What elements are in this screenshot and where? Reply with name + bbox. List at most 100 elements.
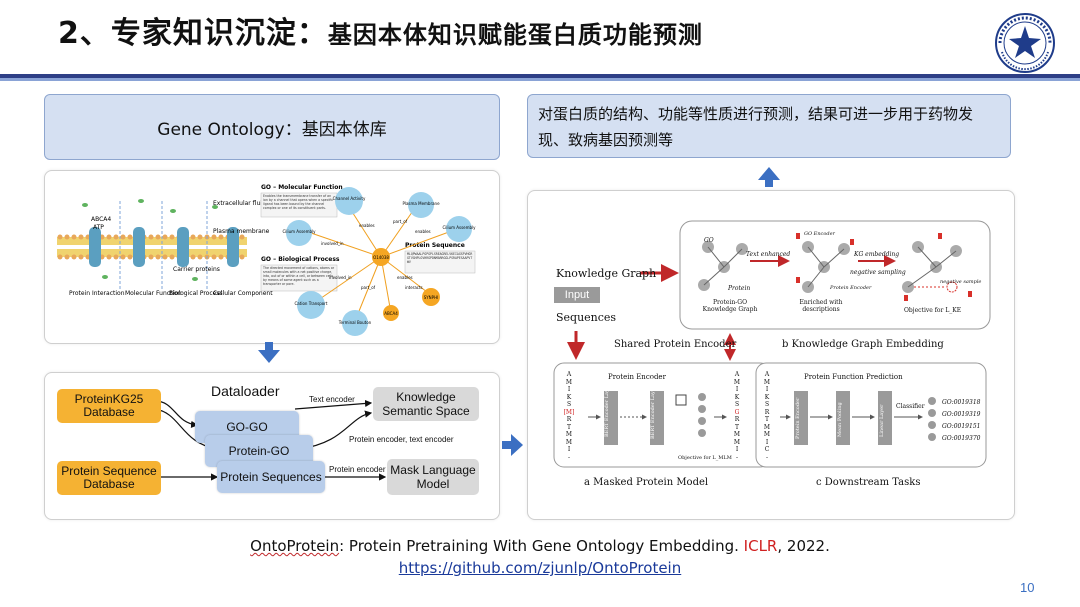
edge-label-4: involved_in bbox=[321, 241, 344, 246]
ontoprotein-panel: Knowledge Graph Input Sequences GO Prote… bbox=[527, 190, 1015, 520]
pfp-seq-5: R bbox=[764, 408, 770, 416]
pfp-seq-1: M bbox=[763, 378, 771, 386]
seq-text: MLQPWAALPGPGPLSREAGRELVKEIAGSPVHGRGTVGHP… bbox=[407, 252, 473, 264]
arrow-down-shaft bbox=[265, 342, 273, 351]
go-go-label: GO-GO bbox=[226, 420, 268, 434]
arrow-up-icon bbox=[758, 167, 780, 180]
go-term-1: GO:0019319 bbox=[942, 411, 981, 418]
seq-in-0: A bbox=[566, 371, 572, 378]
input-badge-label: Input bbox=[564, 289, 590, 301]
protein-sequences-box: Protein Sequences bbox=[217, 461, 325, 493]
seq-in-11: - bbox=[567, 453, 571, 461]
kg-edges bbox=[310, 204, 458, 322]
label-carrier-proteins: Carrier proteins bbox=[173, 266, 220, 273]
seq-in-9: M bbox=[565, 438, 573, 446]
b-caption: b Knowledge Graph Embedding bbox=[782, 339, 944, 350]
ontoprotein-figure bbox=[553, 220, 991, 468]
kg-nodes bbox=[286, 187, 472, 336]
protein-encoder-small-label: Protein Encoder bbox=[830, 285, 872, 291]
citation-link-row: https://github.com/zjunlp/OntoProtein bbox=[0, 559, 1080, 577]
github-link[interactable]: https://github.com/zjunlp/OntoProtein bbox=[398, 559, 682, 577]
bert-last: BERT Encoder Layer 30 bbox=[650, 377, 656, 439]
db2-label: Protein Sequence Database bbox=[61, 464, 157, 491]
node-abca4: ABCA4 bbox=[384, 311, 398, 316]
arrow-down-icon bbox=[258, 350, 280, 363]
mask-language-model: Mask Language Model bbox=[387, 459, 479, 495]
node-o14038: O14038 bbox=[373, 255, 389, 260]
page-number: 10 bbox=[1020, 580, 1035, 595]
cell-membrane bbox=[57, 199, 247, 291]
edge-label-1: enables bbox=[359, 223, 375, 228]
title-rule bbox=[0, 74, 1080, 78]
edge-label-8: interacts bbox=[405, 285, 423, 290]
citation-venue: ICLR bbox=[743, 537, 778, 555]
citation-year: , 2022. bbox=[777, 537, 830, 555]
label-plasma-membrane: Plasma membrane bbox=[213, 228, 270, 235]
mf-text: Enables the transmembrane transfer of an… bbox=[263, 194, 334, 210]
pfp-seq: A M I K S R T M M I C - bbox=[762, 371, 772, 461]
ks-label: Knowledge Semantic Space bbox=[382, 390, 470, 418]
seq-out-9: M bbox=[733, 438, 741, 446]
seq-in: A M I K S [M] R T M M I - bbox=[562, 371, 576, 461]
c-caption: c Downstream Tasks bbox=[816, 477, 921, 488]
pfp-seq-8: M bbox=[763, 431, 771, 438]
go-label: GO bbox=[704, 237, 714, 244]
column-cellular-component: Cellular Component bbox=[213, 290, 273, 297]
dataloader-panel: ProteinKG25 Database Protein Sequence Da… bbox=[44, 372, 500, 520]
pe-title: Protein Encoder bbox=[608, 373, 666, 381]
left-banner-text: Gene Ontology：基因本体库 bbox=[157, 119, 387, 140]
sub-c-caption: Objective for L_KE bbox=[904, 307, 962, 314]
edge-label-5: involved_in bbox=[329, 275, 352, 280]
go-encoder-label: GO Encoder bbox=[804, 231, 835, 237]
seq-in-1: M bbox=[565, 378, 573, 386]
proteinkg25-database: ProteinKG25 Database bbox=[57, 389, 161, 423]
kg-label: Knowledge Graph bbox=[556, 267, 657, 280]
label-extracellular: Extracellular fluid bbox=[213, 200, 266, 207]
arrow-up-shaft bbox=[765, 179, 773, 187]
db1-label: ProteinKG25 Database bbox=[74, 392, 144, 419]
protein-sequences-label: Protein Sequences bbox=[220, 470, 322, 484]
mlm-label: Mask Language Model bbox=[390, 463, 476, 491]
seq-out-6: R bbox=[734, 416, 740, 423]
bp-text: The directed movement of cations, atoms … bbox=[263, 266, 335, 286]
go-figure-panel: Extracellular fluid Plasma membrane Carr… bbox=[44, 170, 500, 344]
protein-label: Protein bbox=[728, 285, 751, 292]
kg-embedding-label: KG embedding bbox=[854, 251, 900, 258]
right-banner-text: 对蛋白质的结构、功能等性质进行预测，结果可进一步用于药物发现、致病基因预测等 bbox=[538, 105, 974, 149]
edge-label-7: enables bbox=[397, 275, 413, 280]
node-synphi: SYNPHI bbox=[424, 295, 439, 300]
column-molecular-function: Molecular Function bbox=[125, 290, 182, 297]
pfp-block-pooling: Mean Pooling bbox=[837, 402, 843, 437]
dataloader-title: Dataloader bbox=[211, 383, 280, 399]
citation-title: : Protein Pretraining With Gene Ontology… bbox=[339, 537, 744, 555]
arrow-right-icon bbox=[502, 434, 523, 456]
citation-name: OntoProtein bbox=[250, 537, 340, 555]
label-atp: ATP bbox=[93, 224, 104, 231]
shared-encoder-label: Shared Protein Encoder bbox=[614, 339, 737, 350]
title-rule-light bbox=[0, 78, 1080, 81]
protein-text-encoder-label: Protein encoder, text encoder bbox=[349, 435, 454, 444]
input-badge: Input bbox=[554, 287, 600, 303]
seq-heading: Protein Sequence bbox=[405, 242, 465, 249]
go-term-3: GO:0019370 bbox=[942, 435, 981, 442]
sub-b-caption: Enriched with descriptions bbox=[790, 299, 852, 313]
edge-label-6: part_of bbox=[361, 285, 376, 290]
column-biological-process: Biological Process bbox=[169, 290, 223, 297]
edge-label-2: part_of bbox=[393, 219, 408, 224]
node-channel-activity: Channel Activity bbox=[333, 196, 366, 201]
seq-in-3: K bbox=[566, 393, 572, 401]
pfp-seq-4: S bbox=[764, 401, 770, 408]
seq-out-1: M bbox=[733, 378, 741, 386]
sub-b-text: Enriched with descriptions bbox=[799, 299, 843, 313]
node-terminal-bouton: Terminal Bouton bbox=[338, 320, 372, 325]
seq-out-3: K bbox=[734, 393, 740, 401]
seq-in-4: S bbox=[566, 401, 572, 408]
seq-out-0: A bbox=[734, 371, 740, 378]
go-figure: Extracellular fluid Plasma membrane Carr… bbox=[57, 184, 476, 336]
text-encoder-label: Text encoder bbox=[309, 395, 355, 404]
label-abca4: ABCA4 bbox=[91, 216, 111, 223]
seq-in-2: I bbox=[567, 386, 571, 393]
pfp-block-encoder: Protein Encoder bbox=[795, 397, 801, 439]
seq-in-8: M bbox=[565, 431, 573, 438]
protein-sequence-database: Protein Sequence Database bbox=[57, 461, 161, 495]
